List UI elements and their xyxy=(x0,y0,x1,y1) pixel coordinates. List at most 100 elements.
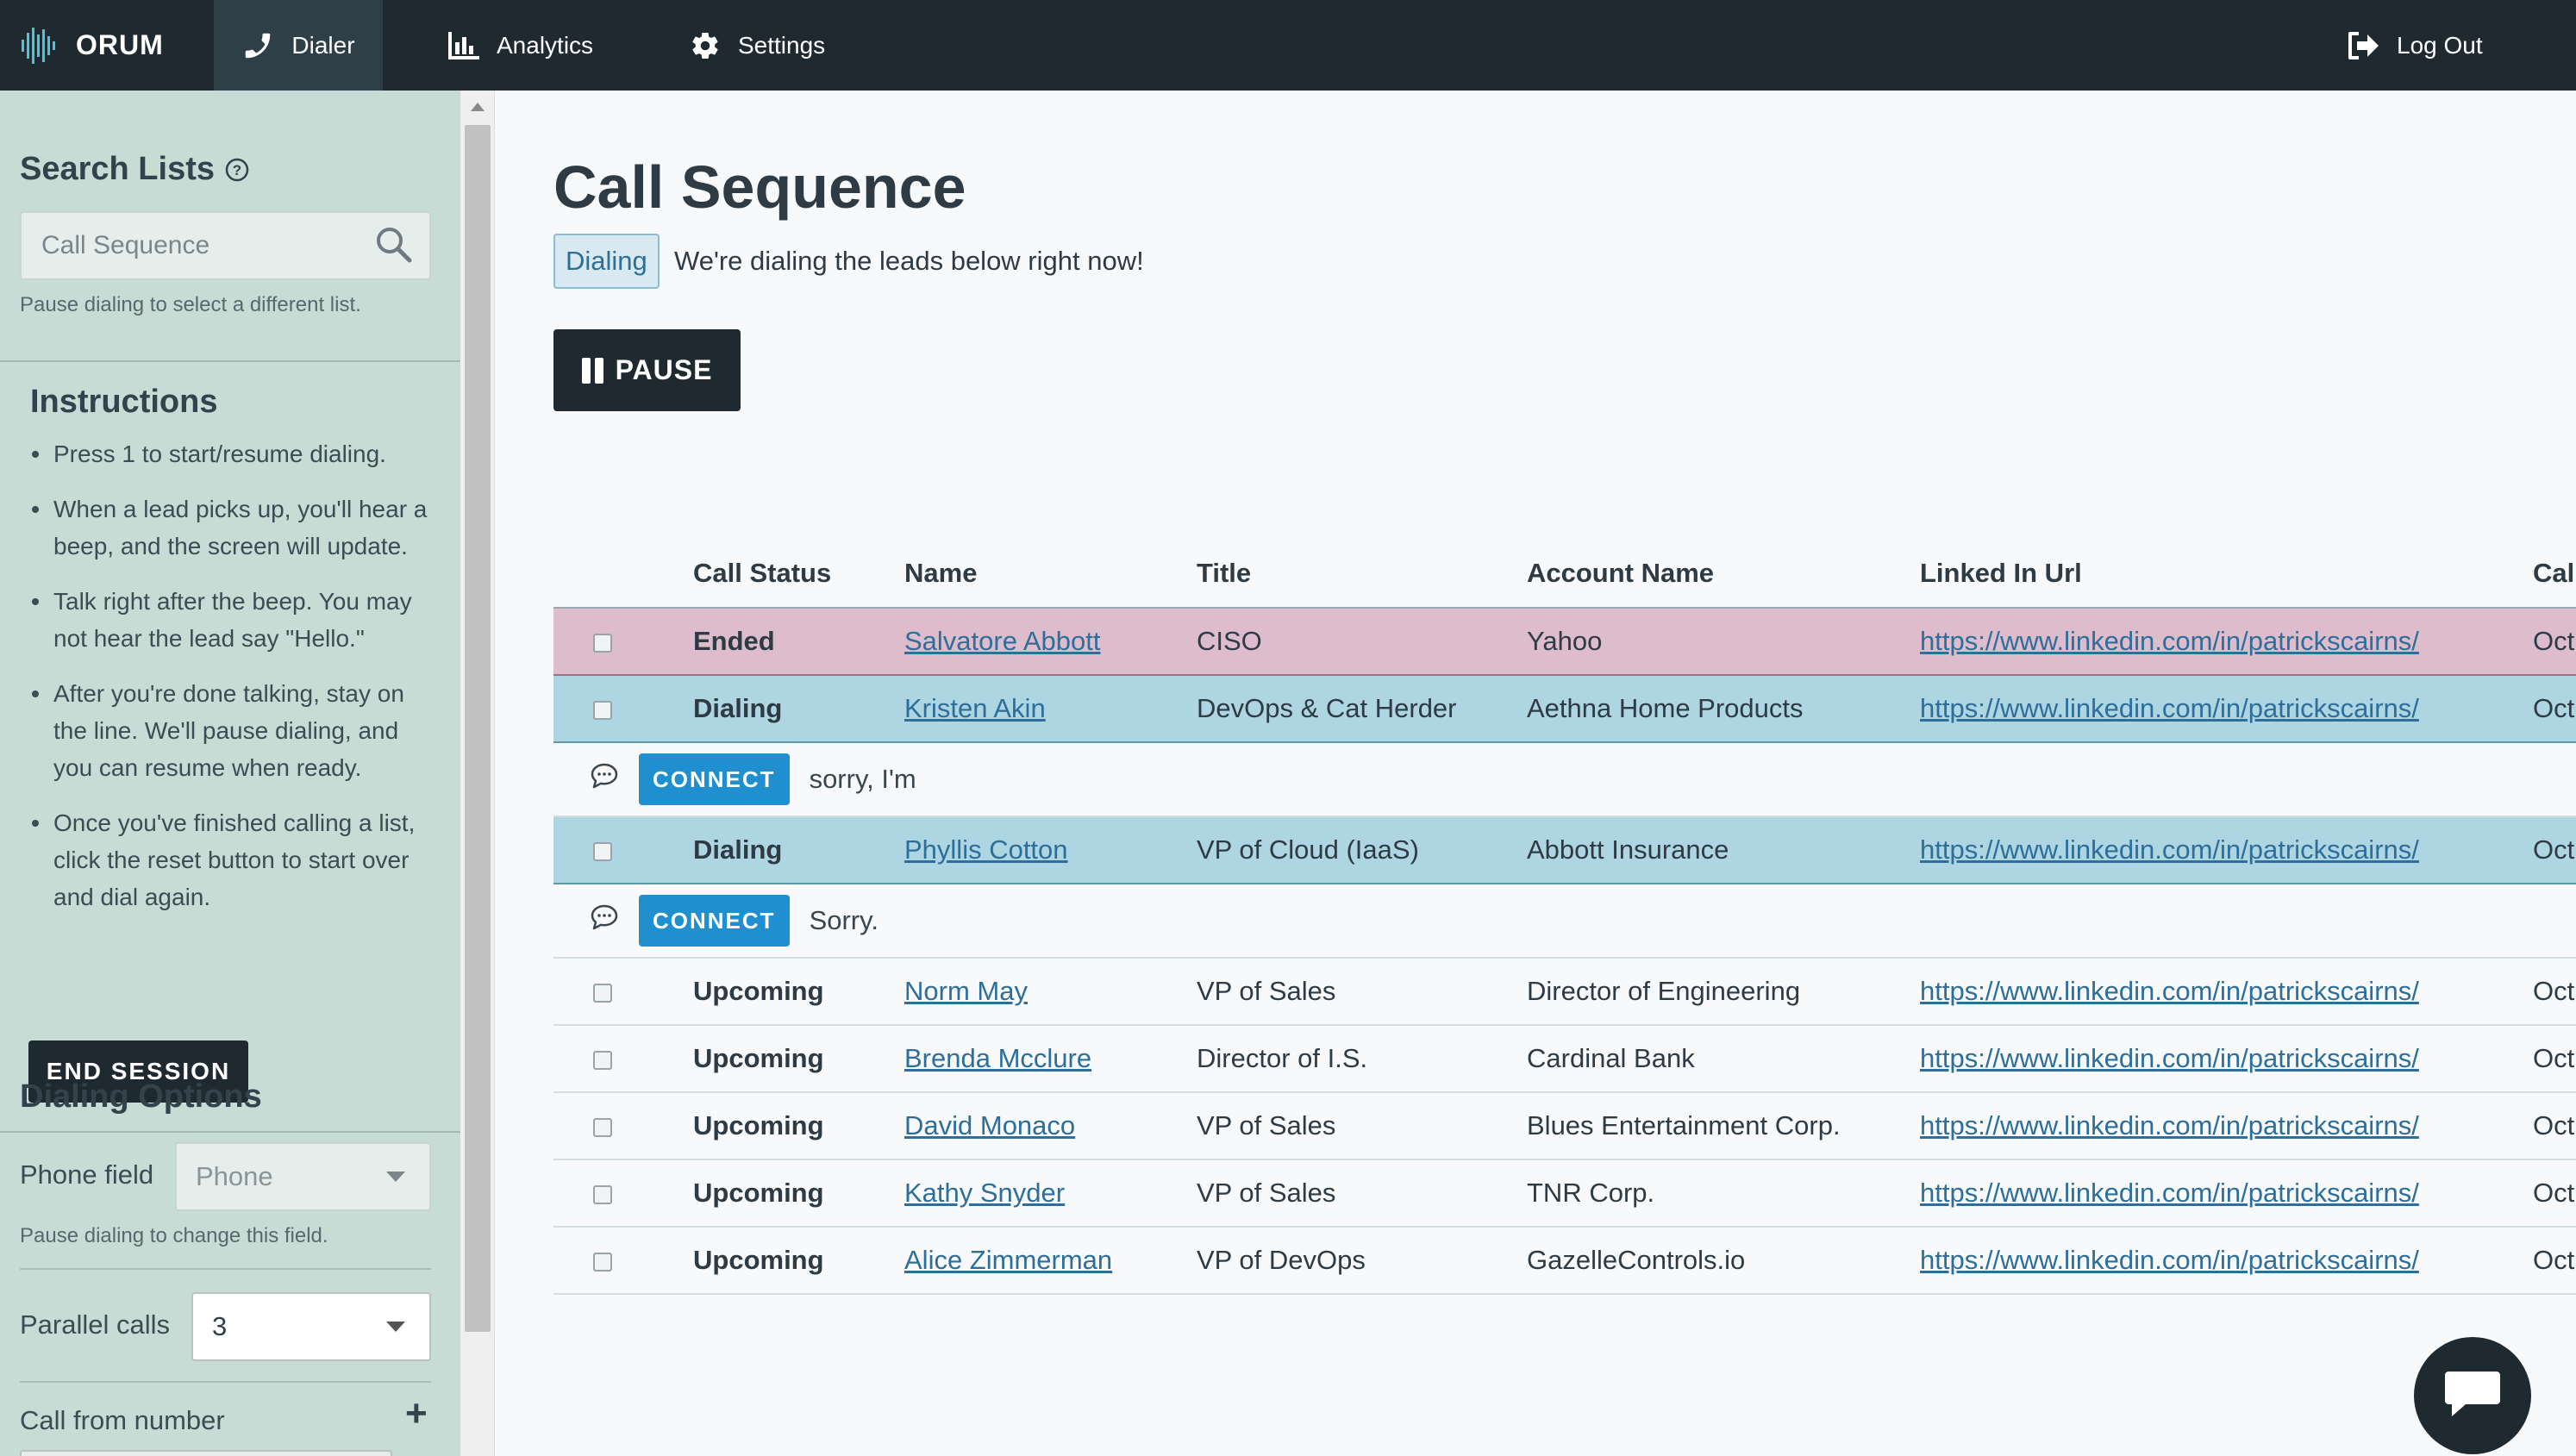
row-checkbox[interactable] xyxy=(593,983,612,1003)
account-name: GazelleControls.io xyxy=(1527,1227,1920,1295)
leads-table: Call Status Name Title Account Name Link… xyxy=(553,539,2576,1295)
row-checkbox[interactable] xyxy=(593,1050,612,1070)
divider xyxy=(0,1131,460,1133)
table-row[interactable]: Upcoming David Monaco VP of Sales Blues … xyxy=(553,1092,2576,1160)
table-row[interactable]: Upcoming Kathy Snyder VP of Sales TNR Co… xyxy=(553,1159,2576,1228)
account-name: Yahoo xyxy=(1527,607,1920,676)
row-checkbox[interactable] xyxy=(593,841,612,861)
call-status: Upcoming xyxy=(693,1159,904,1228)
table-row[interactable]: Upcoming Alice Zimmerman VP of DevOps Ga… xyxy=(553,1227,2576,1295)
table-row[interactable]: Upcoming Brenda Mcclure Director of I.S.… xyxy=(553,1025,2576,1093)
search-input[interactable] xyxy=(41,231,369,260)
scroll-up-icon[interactable] xyxy=(471,103,485,111)
row-checkbox[interactable] xyxy=(593,1184,612,1204)
transcript: CONNECT Sorry. xyxy=(553,895,2576,947)
nav-settings[interactable]: Settings xyxy=(690,0,825,91)
parallel-calls-label: Parallel calls xyxy=(20,1309,171,1340)
connect-button[interactable]: CONNECT xyxy=(639,753,790,805)
linkedin-link[interactable]: https://www.linkedin.com/in/patrickscair… xyxy=(1920,976,2419,1006)
call-status: Upcoming xyxy=(693,1227,904,1295)
lead-name-link[interactable]: Phyllis Cotton xyxy=(904,834,1068,865)
table-row[interactable]: Dialing Phyllis Cotton VP of Cloud (IaaS… xyxy=(553,816,2576,884)
linkedin-cell: https://www.linkedin.com/in/patrickscair… xyxy=(1920,607,2533,676)
list-search[interactable] xyxy=(20,211,431,280)
row-select-cell xyxy=(553,1159,693,1228)
divider xyxy=(0,360,460,362)
row-checkbox[interactable] xyxy=(593,700,612,720)
scroll-thumb[interactable] xyxy=(465,125,491,1332)
linkedin-link[interactable]: https://www.linkedin.com/in/patrickscair… xyxy=(1920,1110,2419,1140)
transcript-row: CONNECT Sorry. xyxy=(553,884,2576,959)
account-name: Director of Engineering xyxy=(1527,958,1920,1026)
table-row[interactable]: Ended Salvatore Abbott CISO Yahoo https:… xyxy=(553,607,2576,676)
search-hint: Pause dialing to select a different list… xyxy=(20,293,361,316)
lead-title: VP of DevOps xyxy=(1197,1227,1527,1295)
lead-name-link[interactable]: Brenda Mcclure xyxy=(904,1043,1092,1073)
lead-name-link[interactable]: Salvatore Abbott xyxy=(904,626,1101,656)
connect-button[interactable]: CONNECT xyxy=(639,895,790,947)
row-select-cell xyxy=(553,958,693,1026)
row-select-cell xyxy=(553,675,693,743)
column-header[interactable]: Name xyxy=(904,539,1197,609)
lead-name-link[interactable]: Kathy Snyder xyxy=(904,1178,1066,1208)
nav-dialer-label: Dialer xyxy=(291,31,355,59)
sidebar-fields: Phone field Phone Pause dialing to chang… xyxy=(0,91,460,1456)
call-from-number-select[interactable] xyxy=(20,1450,392,1456)
column-header[interactable]: Title xyxy=(1197,539,1527,609)
account-name: Blues Entertainment Corp. xyxy=(1527,1092,1920,1160)
call-date: Oct xyxy=(2533,1159,2576,1228)
linkedin-link[interactable]: https://www.linkedin.com/in/patrickscair… xyxy=(1920,626,2419,656)
lead-name-cell: Kristen Akin xyxy=(904,675,1197,743)
linkedin-link[interactable]: https://www.linkedin.com/in/patrickscair… xyxy=(1920,1178,2419,1208)
instruction-item: After you're done talking, stay on the l… xyxy=(30,675,441,786)
nav-logout[interactable]: Log Out xyxy=(2347,0,2483,91)
table-row[interactable]: Upcoming Norm May VP of Sales Director o… xyxy=(553,958,2576,1026)
call-date: Oct xyxy=(2533,1025,2576,1093)
nav-dialer[interactable]: Dialer xyxy=(214,0,383,91)
lead-name-link[interactable]: David Monaco xyxy=(904,1110,1076,1140)
transcript: CONNECT sorry, I'm xyxy=(553,753,2576,805)
lead-title: VP of Sales xyxy=(1197,1092,1527,1160)
linkedin-link[interactable]: https://www.linkedin.com/in/patrickscair… xyxy=(1920,1043,2419,1073)
divider xyxy=(20,1268,431,1270)
lead-name-link[interactable]: Kristen Akin xyxy=(904,693,1046,723)
lead-title: VP of Sales xyxy=(1197,958,1527,1026)
linkedin-link[interactable]: https://www.linkedin.com/in/patrickscair… xyxy=(1920,693,2419,723)
question-circle-icon[interactable]: ? xyxy=(225,158,249,182)
instruction-item: Press 1 to start/resume dialing. xyxy=(30,435,441,472)
parallel-calls-select[interactable]: 3 xyxy=(191,1292,431,1361)
add-number-button[interactable]: + xyxy=(405,1392,428,1434)
search-icon[interactable] xyxy=(374,225,412,267)
status-message: We're dialing the leads below right now! xyxy=(674,246,1144,276)
row-checkbox[interactable] xyxy=(593,1252,612,1272)
lead-name-link[interactable]: Norm May xyxy=(904,976,1028,1006)
account-name: Abbott Insurance xyxy=(1527,816,1920,884)
linkedin-cell: https://www.linkedin.com/in/patrickscair… xyxy=(1920,1227,2533,1295)
lead-title: VP of Sales xyxy=(1197,1159,1527,1228)
row-checkbox[interactable] xyxy=(593,1117,612,1137)
column-header[interactable]: Linked In Url xyxy=(1920,539,2533,609)
search-lists-title: Search Lists xyxy=(20,151,215,187)
nav-analytics[interactable]: Analytics xyxy=(448,0,593,91)
row-select-cell xyxy=(553,607,693,676)
brand-logo[interactable]: ORUM xyxy=(21,0,164,91)
table-row[interactable]: Dialing Kristen Akin DevOps & Cat Herder… xyxy=(553,675,2576,743)
instructions-list: Press 1 to start/resume dialing. When a … xyxy=(30,435,441,934)
pause-button[interactable]: PAUSE xyxy=(553,329,741,411)
lead-name-cell: Salvatore Abbott xyxy=(904,607,1197,676)
linkedin-cell: https://www.linkedin.com/in/patrickscair… xyxy=(1920,958,2533,1026)
column-header[interactable]: Call Status xyxy=(693,539,904,609)
linkedin-link[interactable]: https://www.linkedin.com/in/patrickscair… xyxy=(1920,834,2419,865)
chat-widget-button[interactable] xyxy=(2414,1337,2531,1454)
linkedin-cell: https://www.linkedin.com/in/patrickscair… xyxy=(1920,816,2533,884)
linkedin-link[interactable]: https://www.linkedin.com/in/patrickscair… xyxy=(1920,1245,2419,1275)
end-session-button[interactable]: END SESSION xyxy=(28,1040,248,1103)
sidebar-scrollbar[interactable] xyxy=(460,91,495,1456)
brand-name: ORUM xyxy=(76,29,164,60)
row-checkbox[interactable] xyxy=(593,633,612,653)
chat-icon xyxy=(2443,1368,2502,1424)
column-header[interactable]: Call xyxy=(2533,539,2576,609)
column-header[interactable]: Account Name xyxy=(1527,539,1920,609)
lead-name-link[interactable]: Alice Zimmerman xyxy=(904,1245,1113,1275)
phone-field-select[interactable]: Phone xyxy=(175,1142,431,1211)
